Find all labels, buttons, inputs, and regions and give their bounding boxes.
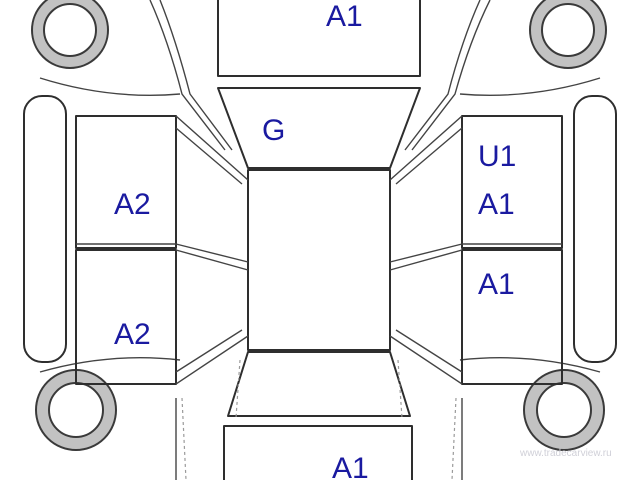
- label-left-front-door: A2: [114, 188, 151, 221]
- rear-left-fender-line: [39, 357, 181, 373]
- rim: [536, 382, 592, 438]
- body-left-front-side-inner: [159, 0, 233, 151]
- body-right-front-side: [411, 0, 491, 151]
- rear-window-panel: [227, 351, 411, 417]
- right-front-window-strip: [389, 115, 463, 185]
- left-side-skirt: [23, 95, 67, 363]
- label-windshield: G: [262, 114, 285, 147]
- rear-right-pillar-dash: [451, 397, 457, 480]
- right-front-door-panel: [461, 115, 563, 249]
- wheel-front-right: [529, 0, 607, 69]
- label-hood: A1: [326, 0, 363, 33]
- windshield-panel: [217, 87, 421, 169]
- left-front-window-strip: [175, 115, 249, 185]
- front-right-fender-line: [459, 77, 601, 96]
- left-door-pillar: [175, 243, 249, 271]
- label-right-front-door-1: U1: [478, 140, 516, 173]
- body-right-front-side-inner: [404, 0, 481, 151]
- label-left-rear-door: A2: [114, 318, 151, 351]
- label-right-rear-door: A1: [478, 268, 515, 301]
- front-left-fender-line: [39, 77, 181, 96]
- right-door-pillar: [389, 243, 463, 271]
- right-side-skirt: [573, 95, 617, 363]
- label-trunk: A1: [332, 452, 369, 480]
- hood-panel: [217, 0, 421, 77]
- wheel-front-left: [31, 0, 109, 69]
- left-rear-door-panel: [75, 249, 177, 385]
- right-rear-window-strip: [389, 329, 463, 385]
- wheel-rear-right: [523, 369, 605, 451]
- rear-window-shadow-right: [397, 359, 403, 419]
- watermark-text: www.tradecarview.ru: [519, 448, 612, 459]
- trunk-panel: [223, 425, 413, 480]
- rear-right-fender-line: [459, 357, 601, 373]
- rim: [48, 382, 104, 438]
- body-left-front-side: [149, 0, 226, 151]
- roof-panel: [247, 169, 391, 351]
- left-rear-window-strip: [175, 329, 249, 385]
- label-right-front-door-2: A1: [478, 188, 515, 221]
- rim: [43, 3, 97, 57]
- rear-left-pillar-dash: [181, 397, 187, 480]
- right-rear-door-panel: [461, 249, 563, 385]
- left-front-door-panel: [75, 115, 177, 249]
- rim: [541, 3, 595, 57]
- wheel-rear-left: [35, 369, 117, 451]
- rear-window-shadow-left: [235, 359, 241, 419]
